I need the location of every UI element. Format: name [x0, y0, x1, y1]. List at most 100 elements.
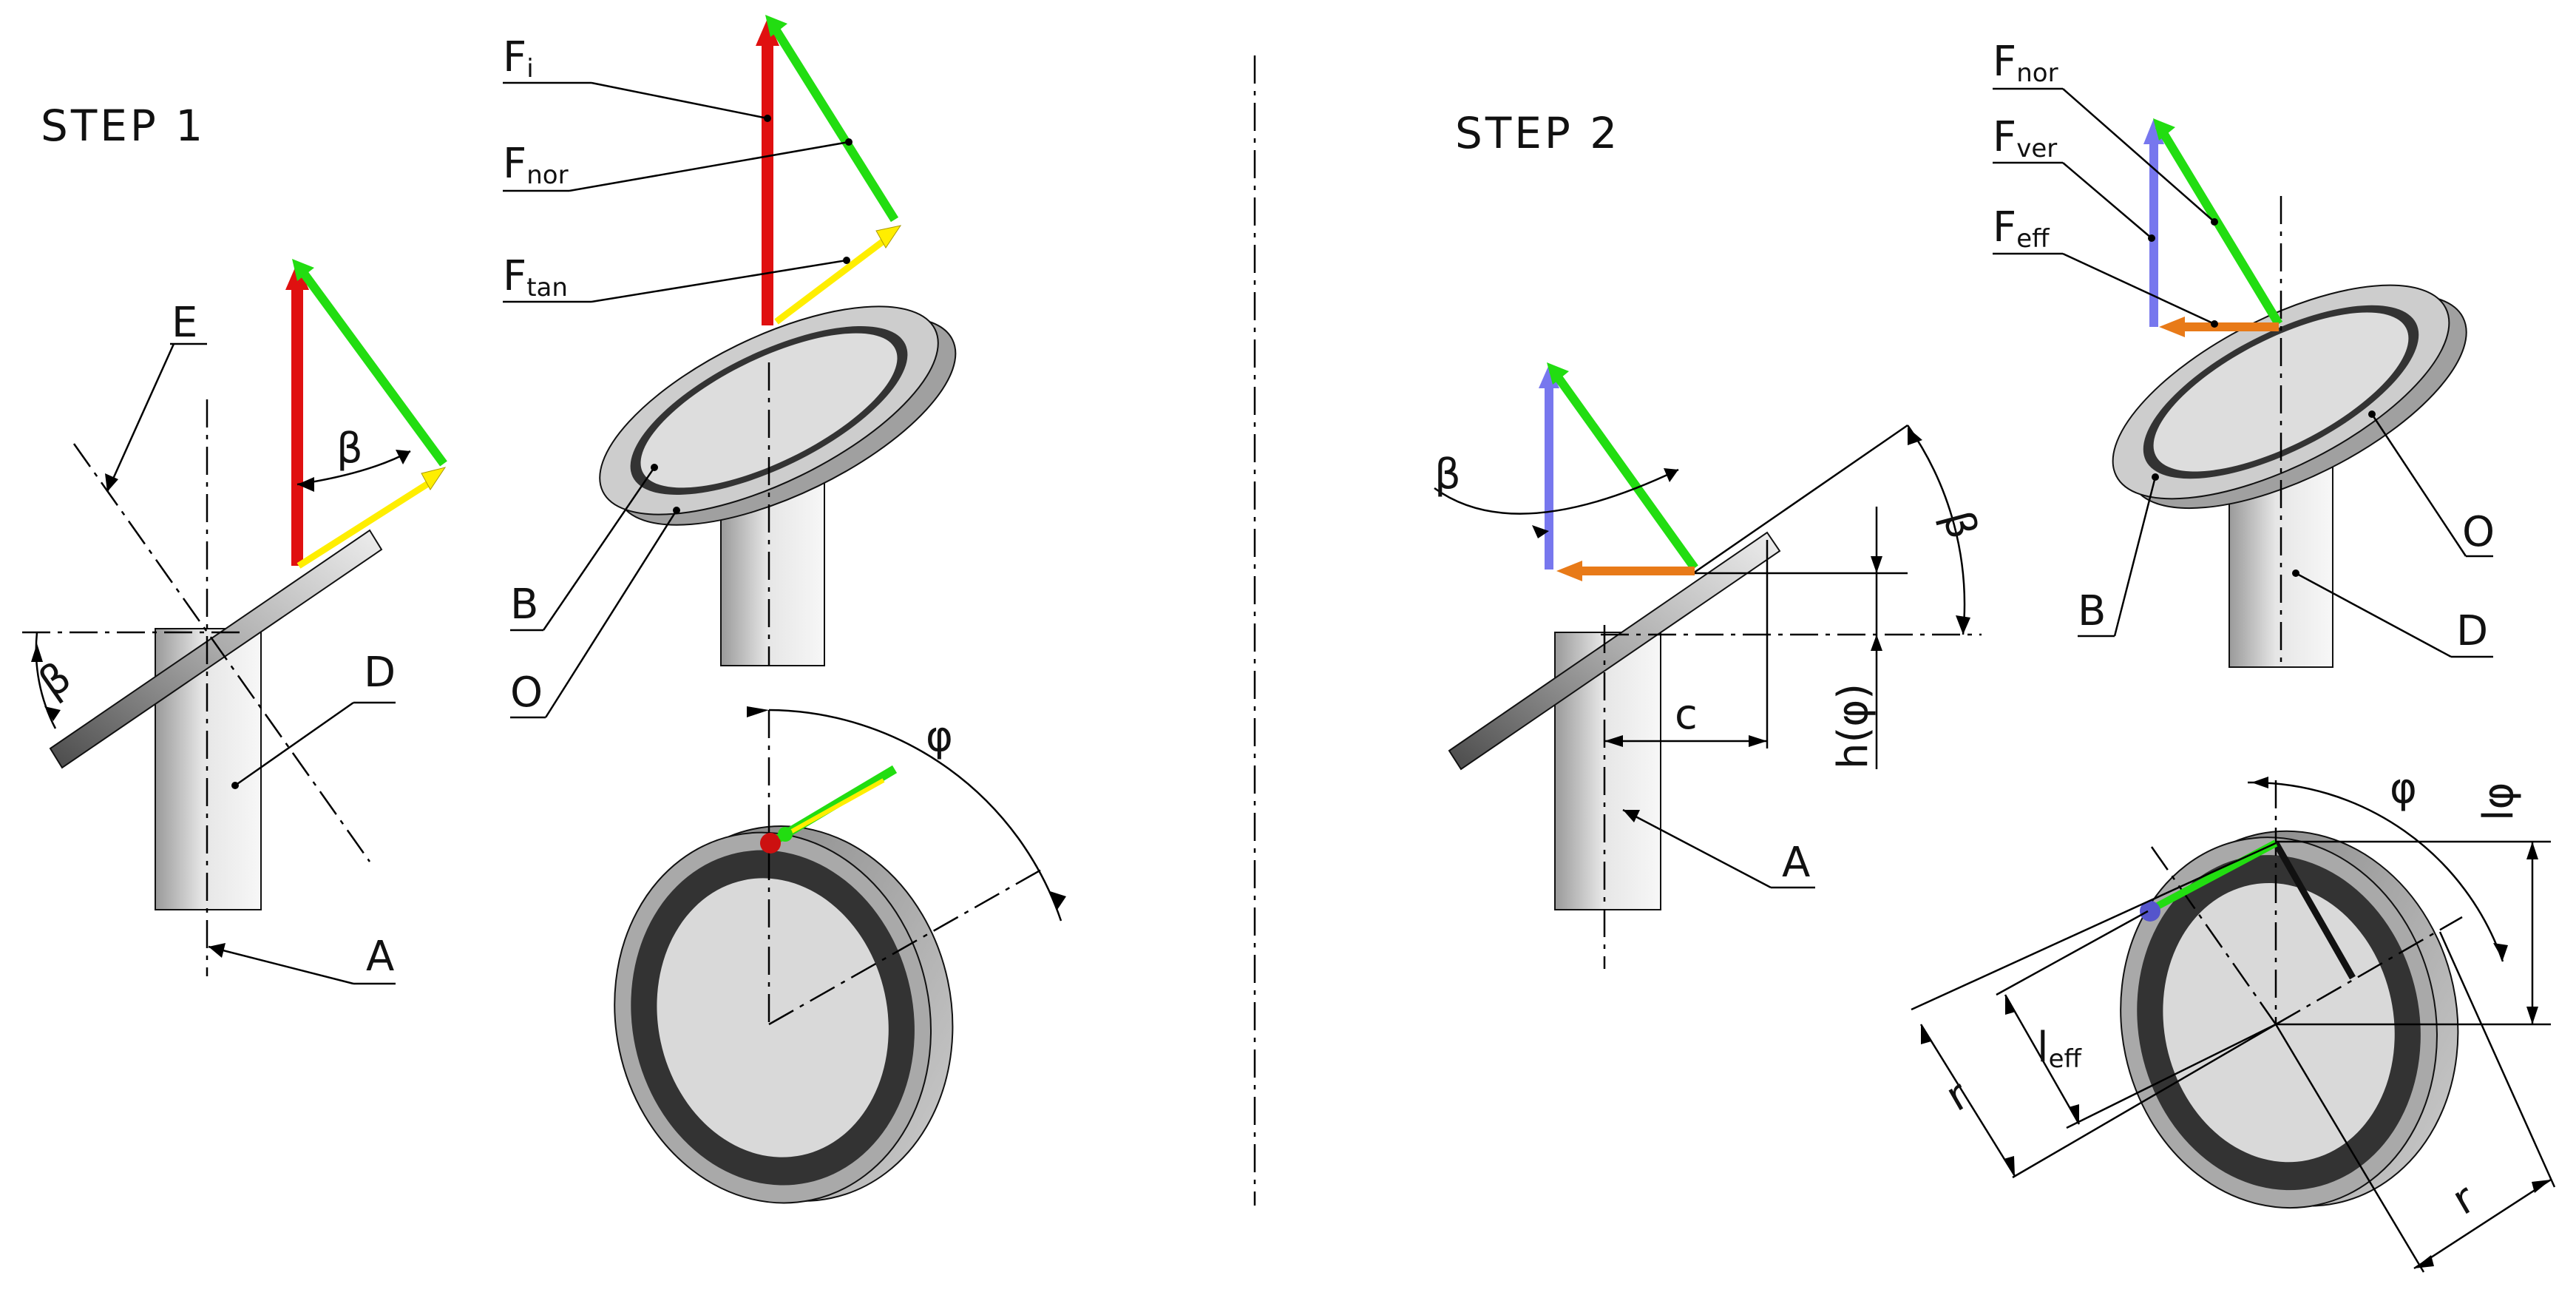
label-o1: O: [510, 669, 543, 717]
phi-ray-1: [768, 868, 1043, 1026]
leader-b1: [542, 467, 656, 631]
green-vector-top-2b: [2158, 847, 2268, 906]
dot: [2211, 320, 2218, 328]
green-arrowhead: [765, 15, 787, 37]
label-phi2: φ: [2390, 765, 2417, 813]
orange-arrowhead: [2159, 317, 2185, 337]
leader-o1: [544, 510, 678, 718]
normal-e-line: [72, 443, 371, 862]
orange-arrowhead: [1556, 561, 1582, 581]
arrowhead: [1908, 427, 1922, 445]
beta-arc-right2: [1906, 425, 1966, 635]
leader-fnor1: [569, 141, 850, 192]
label-fnor1: Fnor: [503, 140, 569, 190]
plate-extension: [1692, 424, 1908, 575]
dot: [843, 257, 850, 264]
phi-ray-2: [2275, 916, 2463, 1026]
leader-feff: [2062, 252, 2215, 325]
arrowhead: [1664, 468, 1678, 482]
r-ext-lower: [2012, 1023, 2277, 1179]
point-marker-2: [2140, 901, 2160, 922]
step2-big-vectors: [2143, 118, 2283, 337]
arrowhead: [2005, 995, 2016, 1015]
label-b2: B: [2078, 587, 2106, 635]
beta-arc-side1: [35, 632, 57, 729]
arrowhead: [2251, 777, 2268, 788]
label-beta-left2: β: [1434, 450, 1461, 498]
label-h: h(φ): [1829, 683, 1877, 769]
arrowhead: [1623, 810, 1640, 822]
arrowhead: [1871, 635, 1882, 651]
label-lphi: lφ: [2475, 782, 2523, 822]
inclined-plate-2: [1448, 531, 1781, 771]
label-e: E: [172, 299, 197, 347]
step1-leaders-left: E D A: [105, 299, 396, 985]
leff-ext-lower: [2066, 1023, 2277, 1129]
step2-small-vectors: β: [1434, 362, 1698, 581]
phi-arc-1: [768, 709, 1062, 922]
dim-leff: [2004, 994, 2081, 1125]
arrowhead: [2004, 1156, 2015, 1176]
lever-arm: [2273, 841, 2356, 980]
arrowhead: [1050, 891, 1066, 910]
leader-d1: [234, 701, 354, 787]
arrowhead: [396, 450, 410, 464]
label-d2: D: [2456, 607, 2488, 655]
point-marker-green: [778, 827, 793, 842]
label-a2: A: [1782, 839, 1810, 887]
dim-r-left: [1919, 1024, 2016, 1177]
r2-ext-a: [2274, 1024, 2425, 1273]
green-arrowhead: [292, 259, 314, 281]
arrowhead: [1871, 556, 1882, 573]
green-vector-small: [295, 263, 447, 467]
step1-disc-assembly: [599, 305, 957, 666]
arrowhead: [2532, 1180, 2551, 1193]
arrowhead: [44, 706, 61, 721]
step2-title: STEP 2: [1455, 108, 1620, 158]
step1-small-vectors: β: [285, 259, 447, 569]
dot: [2211, 218, 2218, 226]
label-a1: A: [366, 933, 394, 981]
yellow-arrowhead: [875, 225, 902, 249]
dot: [764, 115, 771, 122]
red-arrowhead: [756, 18, 779, 46]
radial-line-2: [2150, 846, 2277, 1025]
step2-bottom-disc: φ lφ r leff r: [1911, 765, 2556, 1273]
green-vector-small-2: [1549, 367, 1698, 571]
step2-side-assembly: c h(φ) β: [1448, 424, 1986, 969]
arrowhead: [2069, 1104, 2079, 1124]
label-r1: r: [1938, 1070, 1977, 1120]
arrowhead: [1749, 735, 1767, 747]
label-d1: D: [364, 649, 396, 697]
green-arrowhead: [2153, 118, 2175, 141]
arrowhead: [105, 473, 118, 492]
leff-ext-upper: [1996, 910, 2149, 996]
arrowhead: [297, 477, 314, 492]
step1-title: STEP 1: [41, 101, 206, 151]
dot: [845, 138, 853, 146]
green-arrowhead: [1547, 362, 1569, 385]
arrowhead: [1604, 735, 1623, 747]
point-marker-1: [760, 833, 781, 853]
phi-arc-2: [2247, 781, 2504, 962]
label-beta-right2: β: [1933, 506, 1986, 544]
arrowhead: [31, 643, 43, 662]
step1-big-vectors: [756, 15, 902, 325]
yellow-vector-small: [296, 478, 435, 569]
arrowhead: [747, 706, 769, 717]
step2-leader-a: A: [1622, 808, 1815, 889]
arrowhead: [2414, 1255, 2434, 1268]
label-fnor2: Fnor: [1993, 38, 2058, 88]
yellow-vector-top-1: [782, 778, 885, 838]
inclined-plate-1: [49, 529, 383, 769]
arrowhead: [209, 943, 226, 958]
label-phi1: φ: [926, 713, 953, 761]
arrowhead: [1921, 1024, 1931, 1044]
label-feff: Feff: [1993, 203, 2050, 254]
arrowhead: [2493, 943, 2508, 960]
label-fver: Fver: [1993, 113, 2057, 163]
green-vector-fnor1: [767, 19, 899, 223]
step2-force-leaders: Fnor Fver Feff O B D: [1993, 38, 2495, 658]
